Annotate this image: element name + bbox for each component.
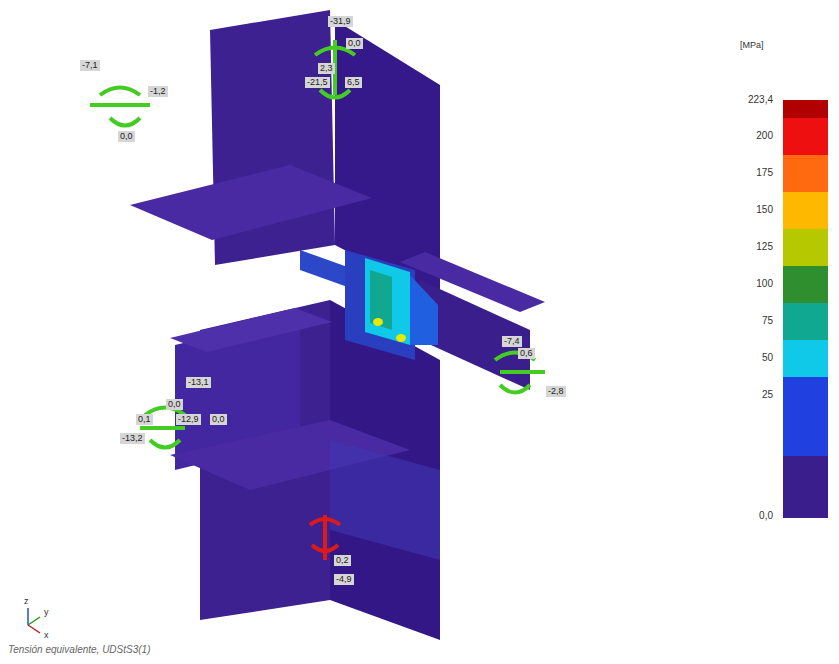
color-swatch: [783, 456, 828, 519]
load-value: 0,6: [518, 348, 535, 359]
scale-label: x: [42, 630, 51, 641]
beam-flange: [170, 308, 332, 352]
color-swatch: [783, 229, 828, 266]
scale-value: 125: [756, 241, 773, 253]
caption: Tensión equivalente, UDStS3(1): [8, 644, 151, 655]
load-value: 0,0: [210, 414, 227, 425]
color-swatch: [783, 192, 828, 229]
flange-plate: [130, 165, 372, 240]
stress-zone: [365, 258, 410, 345]
load-value: -7,1: [80, 60, 100, 71]
load-value: -13,2: [120, 433, 145, 444]
load-value: -2,8: [546, 386, 566, 397]
load-value: 0,1: [136, 414, 153, 425]
load-value: 0,0: [166, 399, 183, 410]
load-value: 6,5: [345, 77, 362, 88]
stress-zone: [330, 440, 440, 560]
color-swatch: [783, 118, 828, 155]
load-value: -7,4: [502, 336, 522, 347]
scale-value: 200: [756, 130, 773, 142]
load-value: 0,0: [118, 131, 135, 142]
scale-value: 25: [762, 389, 773, 401]
color-swatch: [783, 266, 828, 303]
stress-zone: [410, 275, 438, 345]
load-value: -12,9: [176, 414, 201, 425]
load-value: -4,9: [334, 574, 354, 585]
stress-peak: [373, 318, 383, 326]
scale-value: 150: [756, 204, 773, 216]
scale-value: 175: [756, 167, 773, 179]
load-value: -13,1: [186, 377, 211, 388]
scale-value: 223,4: [748, 94, 773, 106]
stress-zone: [370, 270, 392, 330]
scale-value: 50: [762, 352, 773, 364]
scale-value: 75: [762, 315, 773, 327]
load-symbol: [90, 40, 545, 448]
scale-label: z: [22, 596, 31, 607]
scale-value: 100: [756, 278, 773, 290]
color-swatch: [783, 100, 828, 118]
load-value: -21,5: [305, 77, 330, 88]
stress-peak: [396, 334, 406, 342]
color-swatch: [783, 377, 828, 456]
load-symbol: [310, 515, 340, 560]
load-value: 2,3: [318, 63, 335, 74]
color-swatch: [783, 340, 828, 377]
axis-triad: [28, 608, 40, 633]
load-value: -31,9: [328, 16, 353, 27]
stiffener: [345, 250, 415, 360]
color-swatch: [783, 155, 828, 192]
color-swatch: [783, 303, 828, 340]
scale-value: 0,0: [759, 510, 773, 522]
load-value: -1,2: [148, 86, 168, 97]
load-value: 0,0: [346, 38, 363, 49]
scale-label: [MPa]: [738, 40, 766, 51]
load-value: 0,2: [334, 555, 351, 566]
scale-label: y: [42, 607, 51, 618]
